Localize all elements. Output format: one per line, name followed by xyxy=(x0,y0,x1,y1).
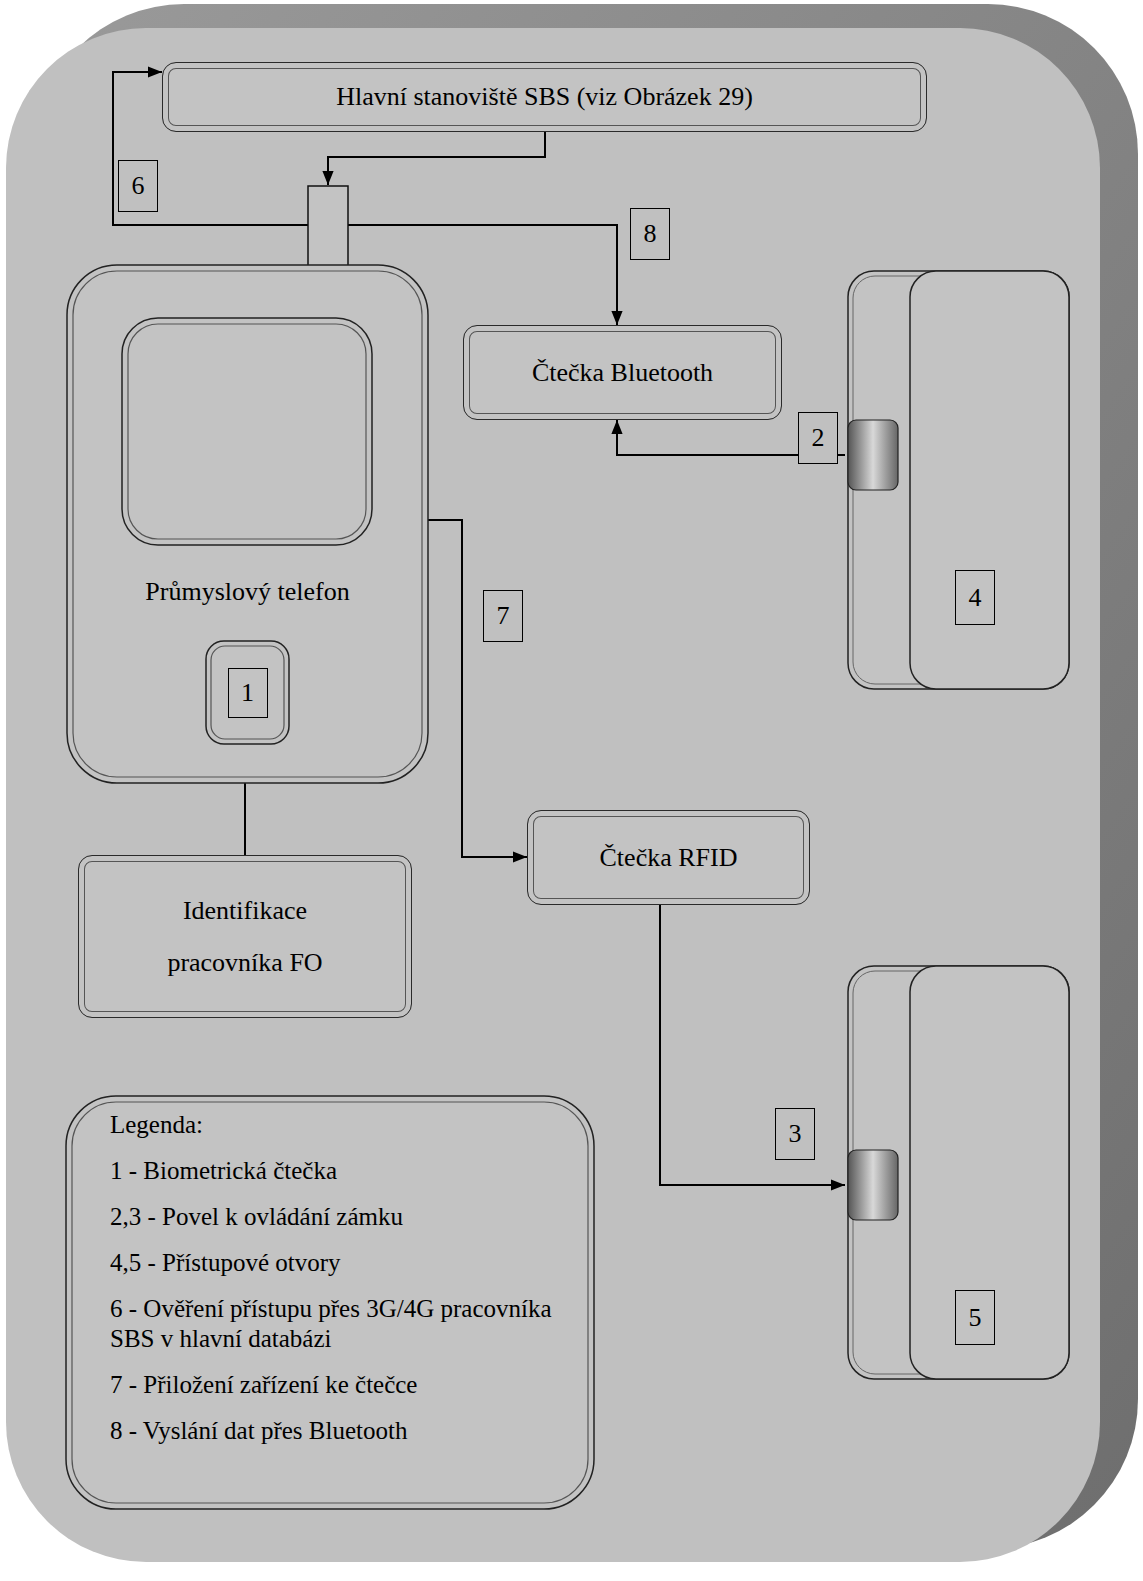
bluetooth-reader: Čtečka Bluetooth xyxy=(463,325,782,420)
callout-number: 1 xyxy=(241,678,254,708)
opening-drawing xyxy=(845,270,1070,690)
legend-text: 8 - Vyslání dat přes Bluetooth xyxy=(110,1417,407,1444)
legend-row: 4,5 - Přístupové otvory xyxy=(110,1248,565,1278)
callout-frame: 8 xyxy=(630,208,670,260)
legend-heading: Legenda: xyxy=(110,1111,203,1138)
callout-frame: 2 xyxy=(798,412,838,464)
legend-row: 1 - Biometrická čtečka xyxy=(110,1156,565,1186)
callout-number: 2 xyxy=(812,423,825,453)
phone-label-holder: Průmyslový telefon xyxy=(65,577,430,607)
callout-number: 8 xyxy=(644,219,657,249)
phone-body-inner xyxy=(73,271,422,777)
connector-line xyxy=(328,132,545,185)
callout-number: 7 xyxy=(497,601,510,631)
legend-row: 7 - Přiložení zařízení ke čtečce xyxy=(110,1370,565,1400)
legend-outline xyxy=(66,1096,594,1509)
callout-number: 5 xyxy=(969,1303,982,1333)
access-opening: 4 xyxy=(845,270,1070,690)
number-frame: 1 xyxy=(228,668,268,718)
phone-screen xyxy=(122,318,372,545)
opening-front xyxy=(910,966,1069,1379)
phone-body xyxy=(67,265,428,783)
number-frame: 4 xyxy=(955,570,995,625)
access-opening: 5 xyxy=(845,965,1070,1380)
reader-inner xyxy=(211,646,284,739)
phone-label: Průmyslový telefon xyxy=(145,577,349,606)
legend-text: 2,3 - Povel k ovládání zámku xyxy=(110,1203,403,1230)
legend-text: 1 - Biometrická čtečka xyxy=(110,1157,337,1184)
phone-connector xyxy=(308,186,348,266)
callout-frame: 3 xyxy=(775,1108,815,1160)
legend-text: 4,5 - Přístupové otvory xyxy=(110,1249,341,1276)
callout-number: 3 xyxy=(789,1119,802,1149)
legend-text: 7 - Přiložení zařízení ke čtečce xyxy=(110,1371,417,1398)
node-label: Identifikace pracovníka FO xyxy=(130,885,360,989)
connector-line xyxy=(428,520,527,857)
rfid-reader: Čtečka RFID xyxy=(527,810,810,905)
station-box: Hlavní stanoviště SBS (viz Obrázek 29) xyxy=(162,62,927,132)
legend-box: Legenda: 1 - Biometrická čtečka 2,3 - Pove… xyxy=(65,1095,595,1510)
node-label: Čtečka Bluetooth xyxy=(532,358,713,388)
identification-box: Identifikace pracovníka FO xyxy=(78,855,412,1018)
callout-number: 6 xyxy=(132,171,145,201)
phone-screen-inner xyxy=(128,324,366,539)
legend-text: 6 - Ověření přístupu přes 3G/4G pracovní… xyxy=(110,1295,552,1352)
industrial-phone: Průmyslový telefon 1 xyxy=(65,185,430,785)
node-label: Hlavní stanoviště SBS (viz Obrázek 29) xyxy=(336,82,753,112)
callout-frame: 7 xyxy=(483,590,523,642)
legend-inner xyxy=(72,1102,588,1503)
lock-symbol xyxy=(848,420,898,490)
opening-outline xyxy=(848,271,1069,689)
opening-outline xyxy=(848,966,1069,1379)
node-label: Čtečka RFID xyxy=(600,843,738,873)
reader-outline xyxy=(206,641,289,744)
number-frame: 5 xyxy=(955,1290,995,1345)
legend-content: Legenda: 1 - Biometrická čtečka 2,3 - Pove… xyxy=(110,1110,565,1462)
opening-front xyxy=(910,271,1069,689)
lock-symbol xyxy=(848,1150,898,1220)
connector-line xyxy=(660,905,845,1185)
callout-number: 4 xyxy=(969,583,982,613)
biometric-reader: 1 xyxy=(205,640,290,745)
legend-row: 8 - Vyslání dat přes Bluetooth xyxy=(110,1416,565,1446)
panel-face xyxy=(6,28,1100,1562)
legend-heading-row: Legenda: xyxy=(110,1110,565,1140)
legend-row: 2,3 - Povel k ovládání zámku xyxy=(110,1202,565,1232)
callout-frame: 6 xyxy=(118,160,158,212)
legend-row: 6 - Ověření přístupu přes 3G/4G pracovní… xyxy=(110,1294,565,1354)
